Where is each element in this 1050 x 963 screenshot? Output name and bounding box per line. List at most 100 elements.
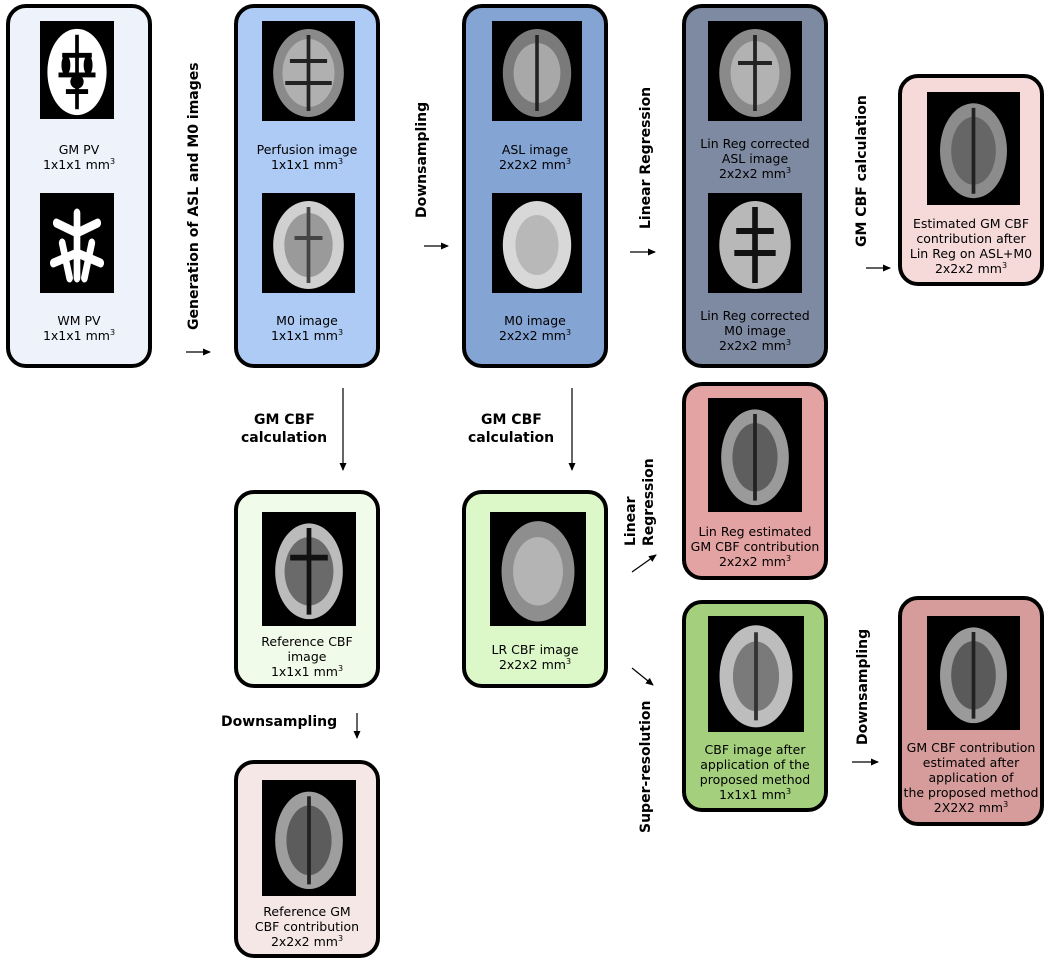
brain-slice-icon (273, 29, 344, 117)
linreg-estimated-gm-caption: Lin Reg estimated GM CBF contribution 2x… (686, 524, 824, 569)
perfusion-caption: Perfusion image 1x1x1 mm3 (238, 142, 376, 172)
brain-slice-icon (47, 28, 107, 116)
lr-cbf-image (490, 512, 586, 626)
linreg-asl-image (708, 21, 802, 121)
label-gm-cbf-top: GM CBF calculation (854, 95, 870, 247)
wm-pv-title: WM PV (57, 313, 101, 328)
brain-slice-icon (502, 29, 572, 117)
brain-slice-icon (940, 627, 1007, 724)
wm-pv-image (40, 193, 114, 293)
label-linreg-mid-1: Linear (623, 496, 639, 546)
arrow-super-resolution (631, 667, 654, 686)
panel-estimated-gm-cbf: Estimated GM CBF contribution after Lin … (898, 74, 1044, 286)
brain-slice-icon (275, 791, 343, 890)
linreg-m0-resolution: 2x2x2 mm (718, 338, 786, 353)
linreg-estimated-gm-image (708, 398, 802, 512)
reference-gm-title: Reference GM (263, 904, 351, 919)
brain-slice-icon (501, 521, 575, 622)
label-downsampling-right: Downsampling (855, 628, 871, 745)
sr-cbf-caption: CBF image after application of the propo… (686, 742, 824, 802)
m0-hr-unit-exponent: 3 (337, 327, 344, 337)
label-gm-cbf-left-2: calculation (241, 430, 328, 446)
estimated-gm-cbf-unit-exponent: 3 (1001, 260, 1008, 270)
sr-cbf-line3: proposed method (699, 772, 811, 787)
gm-pv-title: GM PV (58, 142, 100, 157)
estimated-gm-cbf-line2: contribution after (916, 231, 1026, 246)
label-downsampling-top: Downsampling (414, 101, 430, 218)
m0-lr-unit-exponent: 3 (565, 327, 572, 337)
linreg-m0-image (708, 193, 802, 293)
estimated-gm-cbf-resolution: 2x2x2 mm (934, 261, 1002, 276)
asl-unit-exponent: 3 (565, 156, 572, 166)
linreg-m0-caption: Lin Reg corrected M0 image 2x2x2 mm3 (686, 308, 824, 353)
asl-title: ASL image (501, 142, 569, 157)
lr-cbf-title: LR CBF image (491, 642, 579, 657)
linreg-asl-unit-exponent: 3 (785, 165, 792, 175)
brain-slice-icon (49, 208, 105, 283)
reference-cbf-caption: Reference CBF image 1x1x1 mm3 (238, 634, 376, 679)
sr-cbf-image (708, 616, 804, 732)
linreg-estimated-gm-title: Lin Reg estimated (698, 524, 812, 539)
asl-image (492, 21, 582, 121)
perfusion-resolution: 1x1x1 mm (270, 157, 338, 172)
sr-gm-cbf-image (927, 616, 1020, 730)
brain-slice-icon (719, 29, 791, 117)
linreg-asl-resolution: 2x2x2 mm (718, 166, 786, 181)
reference-gm-resolution: 2x2x2 mm (270, 934, 338, 949)
gm-pv-image (40, 21, 114, 119)
lr-cbf-resolution: 2x2x2 mm (498, 657, 566, 672)
perfusion-image (262, 21, 355, 121)
label-gm-cbf-mid-1: GM CBF (481, 412, 542, 428)
m0-lr-image (492, 193, 582, 293)
wm-pv-unit-exponent: 3 (109, 327, 116, 337)
brain-slice-icon (721, 409, 789, 506)
perfusion-title: Perfusion image (256, 142, 358, 157)
linreg-estimated-gm-unit-exponent: 3 (785, 553, 792, 563)
sr-gm-cbf-line4: the proposed method (903, 785, 1039, 800)
reference-gm-subtitle: CBF contribution (254, 919, 360, 934)
m0-hr-title: M0 image (276, 313, 338, 328)
sr-cbf-unit-exponent: 3 (785, 786, 792, 796)
label-super-resolution: Super-resolution (638, 700, 654, 833)
reference-cbf-title: Reference CBF (261, 634, 353, 649)
label-downsampling-bottom: Downsampling (221, 714, 338, 730)
panel-asl: ASL image 2x2x2 mm3 M0 image 2x2x2 mm3 (462, 4, 608, 368)
reference-gm-caption: Reference GM CBF contribution 2x2x2 mm3 (238, 904, 376, 949)
linreg-m0-unit-exponent: 3 (785, 337, 792, 347)
linreg-asl-caption: Lin Reg corrected ASL image 2x2x2 mm3 (686, 136, 824, 181)
panel-reference-cbf: Reference CBF image 1x1x1 mm3 (234, 490, 380, 688)
brain-slice-icon (502, 201, 572, 289)
sr-cbf-resolution: 1x1x1 mm (718, 787, 786, 802)
sr-cbf-title: CBF image after (704, 742, 806, 757)
label-gm-cbf-left-1: GM CBF (254, 412, 315, 428)
estimated-gm-cbf-caption: Estimated GM CBF contribution after Lin … (902, 216, 1040, 276)
panel-reference-gm: Reference GM CBF contribution 2x2x2 mm3 (234, 760, 380, 958)
gm-pv-caption: GM PV 1x1x1 mm3 (10, 142, 148, 172)
linreg-asl-title: Lin Reg corrected (700, 136, 810, 151)
gm-pv-unit-exponent: 3 (109, 156, 116, 166)
sr-gm-cbf-title: GM CBF contribution (906, 740, 1036, 755)
label-gm-cbf-mid-2: calculation (468, 430, 555, 446)
estimated-gm-cbf-image (927, 92, 1020, 205)
sr-gm-cbf-caption: GM CBF contribution estimated after appl… (902, 740, 1040, 815)
perfusion-unit-exponent: 3 (337, 156, 344, 166)
m0-hr-caption: M0 image 1x1x1 mm3 (238, 313, 376, 343)
m0-hr-resolution: 1x1x1 mm (270, 328, 338, 343)
panel-sr-gm-cbf: GM CBF contribution estimated after appl… (898, 596, 1044, 826)
panel-sr-cbf: CBF image after application of the propo… (682, 600, 828, 812)
brain-slice-icon (719, 625, 793, 728)
reference-cbf-resolution: 1x1x1 mm (270, 664, 338, 679)
panel-lr-cbf: LR CBF image 2x2x2 mm3 (462, 490, 608, 688)
m0-lr-resolution: 2x2x2 mm (498, 328, 566, 343)
linreg-asl-subtitle: ASL image (721, 151, 789, 166)
sr-gm-cbf-resolution: 2X2X2 mm (933, 800, 1004, 815)
estimated-gm-cbf-title: Estimated GM CBF (912, 216, 1030, 231)
m0-lr-title: M0 image (504, 313, 566, 328)
reference-gm-image (262, 780, 356, 896)
m0-lr-caption: M0 image 2x2x2 mm3 (466, 313, 604, 343)
estimated-gm-cbf-line3: Lin Reg on ASL+M0 (909, 246, 1033, 261)
m0-hr-image (262, 193, 355, 293)
panel-linreg-estimated-gm: Lin Reg estimated GM CBF contribution 2x… (682, 382, 828, 580)
